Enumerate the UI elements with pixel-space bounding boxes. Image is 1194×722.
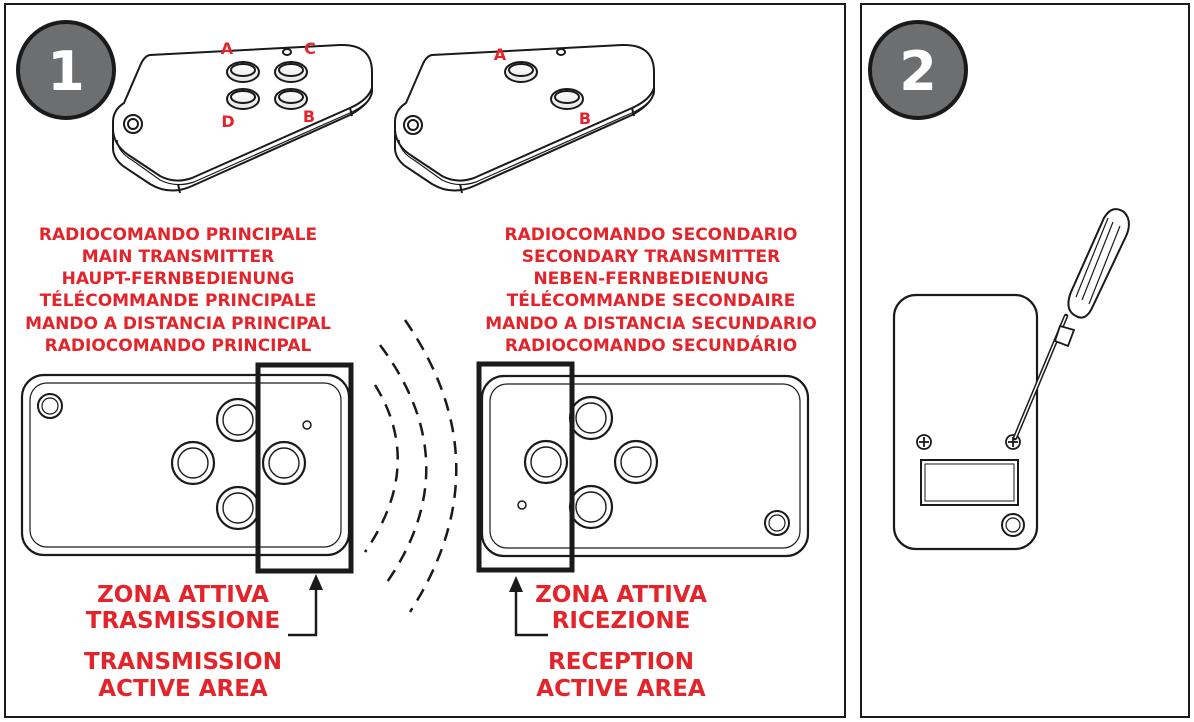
main-transmitter-name: MANDO A DISTANCIA PRINCIPAL (25, 314, 331, 334)
main-transmitter-name: RADIOCOMANDO PRINCIPALE (39, 225, 317, 245)
step-1-number: 1 (47, 40, 85, 103)
transmission-zone-en-line-1: TRANSMISSION (84, 649, 282, 675)
main-transmitter-name: MAIN TRANSMITTER (82, 247, 274, 267)
main-remote-letter-d: D (221, 112, 234, 131)
secondary-remote-letter-a: A (494, 45, 507, 64)
transmission-zone-it-line-2: TRASMISSIONE (86, 608, 280, 634)
screw-left-icon (916, 434, 932, 450)
secondary-transmitter-name: SECONDARY TRANSMITTER (522, 247, 781, 267)
secondary-transmitter-name: RADIOCOMANDO SECUNDÁRIO (505, 334, 797, 356)
reception-zone-it-line-2: RICEZIONE (552, 608, 691, 634)
reception-zone-en-line-1: RECEPTION (548, 649, 694, 675)
main-remote-flat (20, 373, 351, 557)
step-1-badge: 1 (16, 20, 116, 120)
screwdriver-icon (1012, 208, 1130, 441)
secondary-remote-flat (480, 374, 810, 558)
main-transmitter-name: TÉLÉCOMMANDE PRINCIPALE (40, 289, 317, 311)
secondary-transmitter-name: MANDO A DISTANCIA SECUNDARIO (485, 314, 817, 334)
main-transmitter-name: HAUPT-FERNBEDIENUNG (62, 269, 295, 289)
reception-zone-it-line-1: ZONA ATTIVA (535, 582, 707, 608)
main-transmitter-name: RADIOCOMANDO PRINCIPAL (45, 336, 312, 356)
main-remote-letter-c: C (304, 39, 316, 58)
step-2-badge: 2 (868, 20, 968, 120)
step-2-number: 2 (899, 40, 937, 103)
reception-zone-en-line-2: ACTIVE AREA (536, 676, 706, 702)
secondary-transmitter-names: RADIOCOMANDO SECONDARIO SECONDARY TRANSM… (485, 225, 817, 356)
reception-arrow-icon (509, 576, 548, 637)
transmission-zone-en-line-2: ACTIVE AREA (98, 676, 268, 702)
secondary-remote-letter-b: B (579, 109, 591, 128)
main-remote-letter-a: A (221, 39, 234, 58)
secondary-transmitter-name: TÉLÉCOMMANDE SECONDAIRE (507, 289, 796, 311)
main-remote-letter-b: B (303, 107, 315, 126)
main-remote-perspective (112, 43, 373, 194)
transmission-active-area-box (255, 362, 354, 574)
secondary-remote-perspective (394, 43, 655, 194)
reception-active-area-box (476, 361, 575, 573)
remote-back-view (892, 293, 1039, 551)
secondary-transmitter-name: NEBEN-FERNBEDIENUNG (533, 269, 768, 289)
transmission-zone-it-line-1: ZONA ATTIVA (97, 582, 269, 608)
radio-waves-icon (363, 319, 458, 613)
transmission-arrow-icon (288, 574, 323, 637)
secondary-transmitter-name: RADIOCOMANDO SECONDARIO (505, 225, 798, 245)
main-transmitter-names: RADIOCOMANDO PRINCIPALE MAIN TRANSMITTER… (25, 225, 331, 356)
